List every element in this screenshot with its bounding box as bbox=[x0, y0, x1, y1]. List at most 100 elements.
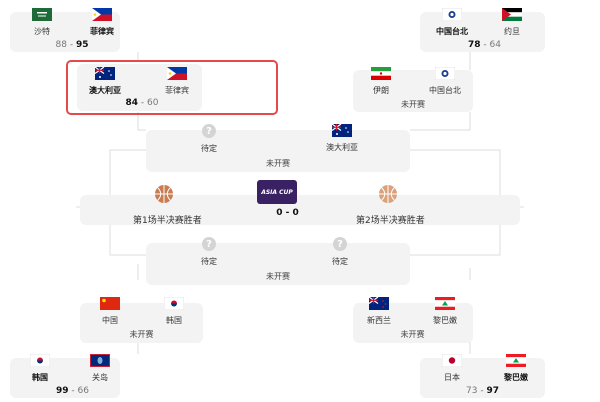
score-separator: - bbox=[71, 386, 75, 396]
team-name: 菲律宾 bbox=[165, 86, 189, 95]
team-name: 韩国 bbox=[32, 373, 48, 382]
match-card-australia-philippines[interactable]: 澳大利亚 菲律宾 84 - 60 bbox=[77, 64, 202, 111]
match-card-saudi-philippines[interactable]: 沙特 菲律宾 88 - 95 bbox=[10, 8, 120, 52]
team-name: 待定 bbox=[332, 257, 348, 266]
chinese-taipei-flag-icon bbox=[442, 8, 462, 21]
selected-match-highlight bbox=[66, 60, 278, 115]
team-name: 菲律宾 bbox=[90, 27, 114, 36]
final-team-b-name: 第2场半决赛胜者 bbox=[356, 216, 425, 226]
australia-flag-icon bbox=[95, 67, 115, 80]
team-australia: 澳大利亚 bbox=[89, 67, 121, 96]
team-chinese-taipei: 中国台北 bbox=[429, 67, 461, 96]
score-separator: - bbox=[140, 98, 145, 108]
iran-flag-icon bbox=[371, 67, 391, 80]
match-score: 73 - 97 bbox=[460, 386, 505, 396]
team-south-korea: 韩国 bbox=[164, 297, 184, 326]
team-name: 关岛 bbox=[92, 373, 108, 382]
chinese-taipei-flag-icon bbox=[435, 67, 455, 80]
match-status: 未开赛 bbox=[266, 272, 290, 281]
score-b: 95 bbox=[75, 40, 89, 50]
guam-flag-icon bbox=[90, 354, 110, 367]
philippines-flag-icon bbox=[167, 67, 187, 80]
team-tbd: ? 待定 bbox=[332, 237, 348, 267]
team-name: 沙特 bbox=[34, 27, 50, 36]
match-card-semifinal-1[interactable]: ? 待定 澳大利亚 未开赛 bbox=[146, 124, 410, 172]
match-card-china-korea[interactable]: 中国 韩国 未开赛 bbox=[80, 297, 203, 343]
team-lebanon: 黎巴嫩 bbox=[433, 297, 457, 326]
match-status: 未开赛 bbox=[401, 100, 425, 109]
team-name: 中国 bbox=[102, 316, 118, 325]
team-philippines: 菲律宾 bbox=[165, 67, 189, 96]
match-score: 99 - 66 bbox=[50, 386, 95, 396]
australia-flag-icon bbox=[332, 124, 352, 137]
china-flag-icon bbox=[100, 297, 120, 310]
score-separator: - bbox=[480, 386, 484, 396]
score-a: 78 bbox=[468, 40, 481, 50]
final-team-a-name: 第1场半决赛胜者 bbox=[133, 216, 202, 226]
score-a: 88 bbox=[55, 40, 67, 50]
south-korea-flag-icon bbox=[164, 297, 184, 310]
match-card-korea-guam[interactable]: 韩国 关岛 99 - 66 bbox=[10, 354, 120, 398]
match-card-japan-lebanon[interactable]: 日本 黎巴嫩 73 - 97 bbox=[420, 354, 545, 398]
basketball-icon bbox=[155, 185, 173, 203]
match-card-semifinal-2[interactable]: ? 待定 ? 待定 未开赛 bbox=[146, 237, 410, 285]
team-south-korea: 韩国 bbox=[30, 354, 50, 383]
team-tbd: ? 待定 bbox=[201, 237, 217, 267]
lebanon-flag-icon bbox=[435, 297, 455, 310]
team-name: 澳大利亚 bbox=[326, 143, 358, 152]
team-name: 澳大利亚 bbox=[89, 86, 121, 95]
score-a: 99 bbox=[56, 386, 69, 396]
score-b: 64 bbox=[489, 40, 501, 50]
team-guam: 关岛 bbox=[90, 354, 110, 383]
team-japan: 日本 bbox=[442, 354, 462, 383]
team-name: 中国台北 bbox=[429, 86, 461, 95]
match-card-taipei-jordan[interactable]: 中国台北 约旦 78 - 64 bbox=[420, 8, 545, 52]
team-saudi: 沙特 bbox=[32, 8, 52, 37]
team-name: 约旦 bbox=[504, 27, 520, 36]
match-status: 未开赛 bbox=[400, 330, 425, 339]
score-b: 97 bbox=[486, 386, 499, 396]
score-separator: - bbox=[483, 40, 487, 50]
team-china: 中国 bbox=[100, 297, 120, 326]
question-icon: ? bbox=[333, 237, 347, 251]
match-score: 84 - 60 bbox=[122, 98, 162, 108]
match-score: 88 - 95 bbox=[52, 40, 92, 50]
team-tbd: ? 待定 bbox=[201, 124, 217, 154]
team-australia: 澳大利亚 bbox=[326, 124, 358, 153]
team-chinese-taipei: 中国台北 bbox=[436, 8, 468, 37]
score-a: 73 bbox=[466, 386, 478, 396]
score-separator: - bbox=[69, 40, 74, 50]
team-name: 黎巴嫩 bbox=[504, 373, 528, 382]
team-name: 新西兰 bbox=[367, 316, 391, 325]
lebanon-flag-icon bbox=[506, 354, 526, 367]
team-name: 韩国 bbox=[166, 316, 182, 325]
team-philippines: 菲律宾 bbox=[90, 8, 114, 37]
team-iran: 伊朗 bbox=[371, 67, 391, 96]
team-name: 伊朗 bbox=[373, 86, 389, 95]
team-lebanon: 黎巴嫩 bbox=[504, 354, 528, 383]
team-name: 日本 bbox=[444, 373, 460, 382]
south-korea-flag-icon bbox=[30, 354, 50, 367]
asia-cup-logo-text: ASIA CUP bbox=[261, 188, 293, 196]
jordan-flag-icon bbox=[502, 8, 522, 21]
basketball-icon bbox=[379, 185, 397, 203]
score-a: 84 bbox=[125, 98, 139, 108]
philippines-flag-icon bbox=[92, 8, 112, 21]
score-b: 66 bbox=[77, 386, 89, 396]
match-card-iran-taipei[interactable]: 伊朗 中国台北 未开赛 bbox=[353, 67, 473, 112]
team-new-zealand: 新西兰 bbox=[367, 297, 391, 326]
team-jordan: 约旦 bbox=[502, 8, 522, 37]
team-name: 中国台北 bbox=[436, 27, 468, 36]
match-card-newzealand-lebanon[interactable]: 新西兰 黎巴嫩 未开赛 bbox=[353, 297, 473, 343]
match-status: 未开赛 bbox=[129, 330, 154, 339]
match-score: 78 - 64 bbox=[462, 40, 507, 50]
asia-cup-logo: ASIA CUP bbox=[257, 180, 297, 204]
saudi-arabia-flag-icon bbox=[32, 8, 52, 21]
question-icon: ? bbox=[202, 124, 216, 138]
question-icon: ? bbox=[202, 237, 216, 251]
match-card-final[interactable]: 第1场半决赛胜者 第2场半决赛胜者 0 - 0 bbox=[80, 195, 520, 226]
team-name: 待定 bbox=[201, 144, 217, 153]
final-score: 0 - 0 bbox=[276, 208, 299, 218]
japan-flag-icon bbox=[442, 354, 462, 367]
